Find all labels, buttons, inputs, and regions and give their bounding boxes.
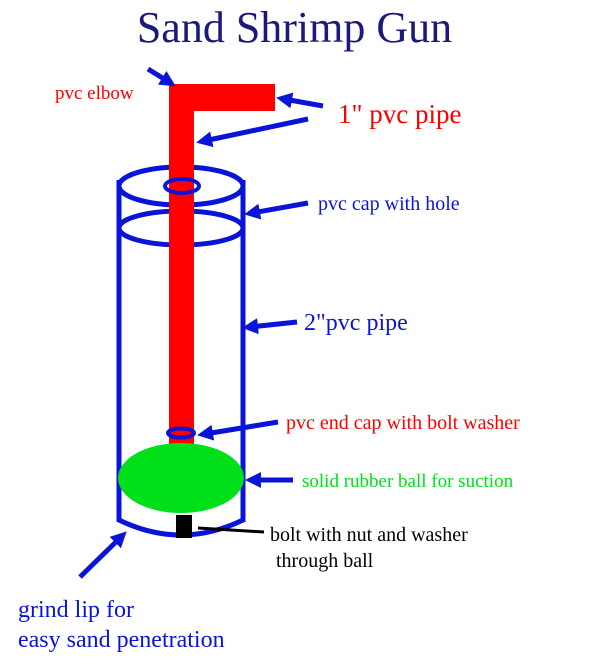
- label-bolt-line1: bolt with nut and washer: [270, 524, 468, 546]
- label-end-cap-bolt-washer: pvc end cap with bolt washer: [286, 412, 520, 434]
- red-pipe-vertical: [169, 84, 194, 454]
- arrow-1in-pipe-elbow: [276, 92, 324, 109]
- label-1in-pvc-pipe: 1" pvc pipe: [338, 99, 462, 129]
- arrow-1in-pipe-vertical: [196, 116, 309, 148]
- label-pvc-elbow: pvc elbow: [55, 83, 134, 104]
- label-grind-lip-line2: easy sand penetration: [18, 627, 225, 653]
- label-bolt-line2: through ball: [276, 550, 374, 572]
- label-2in-pvc-pipe: 2"pvc pipe: [304, 310, 408, 336]
- cap-hole: [163, 177, 201, 195]
- arrow-cap-with-hole: [244, 200, 309, 220]
- arrow-2in-pipe: [242, 318, 298, 335]
- label-pvc-cap-with-hole: pvc cap with hole: [318, 193, 460, 215]
- diagram-title: Sand Shrimp Gun: [136, 3, 453, 52]
- arrow-grind-lip: [78, 531, 127, 579]
- rubber-ball: [118, 443, 244, 513]
- label-rubber-ball: solid rubber ball for suction: [302, 471, 514, 492]
- red-pipe-elbow-horizontal: [169, 84, 275, 111]
- bolt: [176, 515, 192, 538]
- arrow-end-cap: [197, 419, 279, 441]
- end-cap-washer: [166, 426, 196, 440]
- arrow-bolt: [197, 526, 265, 534]
- arrow-pvc-elbow: [146, 66, 176, 87]
- label-grind-lip-line1: grind lip for: [18, 597, 134, 623]
